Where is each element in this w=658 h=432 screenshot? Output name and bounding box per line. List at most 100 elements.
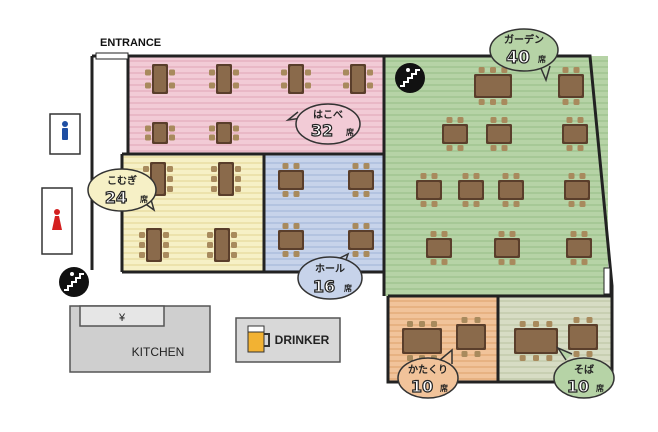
chair bbox=[570, 231, 577, 237]
chair bbox=[163, 232, 169, 238]
chair bbox=[566, 117, 573, 123]
komugi-name: こむぎ bbox=[107, 174, 137, 187]
chair bbox=[352, 163, 359, 169]
chair bbox=[431, 201, 438, 207]
garden-seats: 40 bbox=[506, 48, 530, 68]
chair bbox=[163, 252, 169, 258]
chair bbox=[211, 176, 217, 182]
hall-unit: 席 bbox=[344, 283, 352, 293]
chair bbox=[586, 351, 593, 357]
soba-name: そば bbox=[574, 363, 594, 376]
chair bbox=[343, 69, 349, 76]
chair bbox=[586, 317, 593, 323]
chair bbox=[145, 69, 151, 76]
chair bbox=[139, 242, 145, 248]
chair bbox=[579, 173, 586, 179]
chair bbox=[145, 125, 151, 132]
chair bbox=[519, 321, 526, 327]
chair bbox=[513, 201, 520, 207]
katakuri-name: かたくり bbox=[408, 364, 448, 376]
chair bbox=[509, 231, 516, 237]
table-top bbox=[218, 66, 230, 92]
chair bbox=[533, 355, 539, 361]
chair bbox=[231, 242, 237, 248]
table-top bbox=[428, 240, 450, 256]
table-top bbox=[560, 76, 582, 96]
chair bbox=[139, 232, 145, 238]
table-top bbox=[564, 126, 586, 142]
chair bbox=[233, 125, 239, 132]
table-top bbox=[488, 126, 510, 142]
chair bbox=[473, 173, 480, 179]
label-komugi: こむぎ 24 席 bbox=[87, 168, 157, 212]
chair bbox=[419, 321, 425, 327]
chair bbox=[562, 67, 569, 73]
chair bbox=[167, 186, 173, 192]
garden-door bbox=[603, 267, 611, 295]
table-top bbox=[500, 182, 522, 198]
chair bbox=[169, 125, 175, 132]
chair bbox=[207, 242, 213, 248]
chair bbox=[211, 166, 217, 172]
entrance-door bbox=[95, 52, 129, 60]
tables bbox=[139, 64, 598, 361]
table-top bbox=[290, 66, 302, 92]
chair bbox=[363, 163, 370, 169]
chair bbox=[282, 191, 289, 197]
stairs-icon bbox=[59, 267, 89, 297]
chair bbox=[457, 117, 464, 123]
chair bbox=[568, 173, 575, 179]
table-top bbox=[350, 172, 372, 188]
chair bbox=[169, 69, 175, 76]
chair bbox=[211, 186, 217, 192]
table-top bbox=[570, 326, 596, 348]
chair bbox=[352, 251, 359, 257]
hakobe-seats: 32 bbox=[311, 121, 333, 140]
hall-name: ホール bbox=[315, 263, 345, 275]
table-top bbox=[350, 232, 372, 248]
chair bbox=[446, 145, 453, 151]
chair bbox=[293, 223, 300, 229]
chair bbox=[343, 82, 349, 89]
chair bbox=[473, 201, 480, 207]
table-top bbox=[496, 240, 518, 256]
chair bbox=[490, 67, 496, 73]
chair bbox=[441, 231, 448, 237]
chair bbox=[233, 134, 239, 141]
chair bbox=[573, 317, 580, 323]
chair bbox=[431, 321, 437, 327]
chair bbox=[281, 82, 287, 89]
restroom-women-icon bbox=[52, 209, 62, 230]
chair bbox=[474, 351, 481, 357]
chair bbox=[498, 231, 505, 237]
chair bbox=[367, 69, 373, 76]
chair bbox=[568, 201, 575, 207]
chair bbox=[462, 201, 469, 207]
chair bbox=[233, 82, 239, 89]
chair bbox=[478, 99, 485, 105]
label-soba: そば 10 席 bbox=[553, 346, 615, 399]
chair bbox=[509, 259, 516, 265]
table-top bbox=[148, 230, 160, 260]
chair bbox=[363, 191, 370, 197]
chair bbox=[573, 99, 580, 105]
chair bbox=[533, 321, 539, 327]
chair bbox=[163, 242, 169, 248]
chair bbox=[235, 166, 241, 172]
chair bbox=[231, 232, 237, 238]
chair bbox=[282, 251, 289, 257]
garden-unit: 席 bbox=[538, 54, 546, 64]
chair bbox=[293, 251, 300, 257]
chair bbox=[169, 134, 175, 141]
beer-mug-icon bbox=[247, 325, 270, 353]
register-counter bbox=[79, 305, 165, 327]
chair bbox=[209, 125, 215, 132]
chair bbox=[501, 145, 508, 151]
table-top bbox=[280, 232, 302, 248]
table-top bbox=[460, 182, 482, 198]
table-top bbox=[352, 66, 364, 92]
chair bbox=[502, 173, 509, 179]
table-top bbox=[476, 76, 510, 96]
table-top bbox=[404, 330, 440, 352]
